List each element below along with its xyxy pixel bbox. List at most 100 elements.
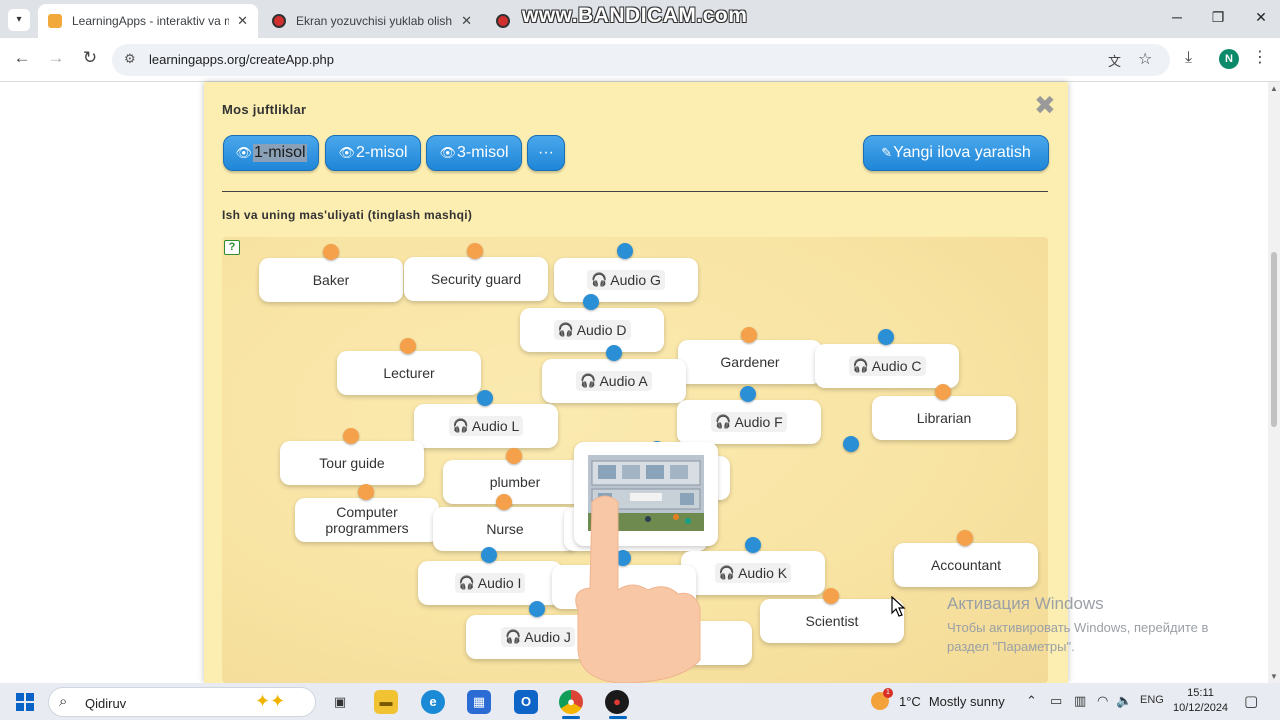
omnibox[interactable]: ⚙ learningapps.org/createApp.php 文 ☆: [112, 44, 1170, 76]
url-text[interactable]: learningapps.org/createApp.php: [149, 52, 335, 67]
scroll-down-icon[interactable]: ▼: [1270, 672, 1278, 681]
audio-player[interactable]: 🎧Audio J: [501, 627, 575, 647]
example-2-button[interactable]: 👁2-misol: [325, 135, 421, 171]
connector-dot[interactable]: [343, 428, 359, 444]
audio-player[interactable]: 🎧Audio D: [553, 320, 631, 340]
edge-icon[interactable]: e: [421, 690, 445, 714]
connector-dot[interactable]: [606, 345, 622, 361]
audio-player[interactable]: 🎧Audio A: [576, 371, 652, 391]
connector-dot[interactable]: [741, 327, 757, 343]
audio-player[interactable]: 🎧Audio I: [454, 573, 526, 593]
match-card[interactable]: Librarian: [872, 396, 1016, 440]
windows-start-icon[interactable]: [16, 693, 34, 711]
example-3-button[interactable]: 👁3-misol: [426, 135, 522, 171]
match-card[interactable]: 🎧Audio F: [677, 400, 821, 444]
connector-dot[interactable]: [745, 537, 761, 553]
task-view-icon[interactable]: ▣: [333, 694, 347, 709]
match-card[interactable]: Scientist: [760, 599, 904, 643]
tray-chevron-icon[interactable]: ⌃: [1026, 693, 1037, 708]
network-icon[interactable]: ▥: [1074, 693, 1087, 708]
match-card[interactable]: Accountant: [894, 543, 1038, 587]
bandicam-icon[interactable]: ●: [605, 690, 629, 714]
match-card[interactable]: Computer programmers: [295, 498, 439, 542]
match-card[interactable]: 🎧Audio I: [418, 561, 562, 605]
reload-icon[interactable]: ↻: [82, 48, 98, 67]
wifi-icon[interactable]: ◠: [1097, 693, 1109, 708]
weather-widget[interactable]: 1 1°C Mostly sunny: [871, 688, 1005, 710]
forward-icon[interactable]: →: [47, 48, 65, 67]
connector-dot[interactable]: [496, 494, 512, 510]
tab-list-button[interactable]: ▾: [8, 9, 30, 31]
system-clock[interactable]: 15:11 10/12/2024: [1173, 686, 1228, 716]
outlook-icon[interactable]: O: [514, 690, 538, 714]
audio-player[interactable]: 🎧Audio G: [587, 270, 665, 290]
match-card[interactable]: plumber: [443, 460, 587, 504]
minimize-icon[interactable]: ─: [1172, 9, 1182, 25]
language-indicator[interactable]: ENG: [1140, 694, 1164, 706]
close-icon[interactable]: ✖: [1034, 90, 1056, 120]
connector-dot[interactable]: [481, 547, 497, 563]
match-card[interactable]: 🎧Audio L: [414, 404, 558, 448]
connector-dot[interactable]: [506, 448, 522, 464]
download-icon[interactable]: ⤓: [1185, 49, 1193, 66]
connector-dot[interactable]: [529, 601, 545, 617]
audio-player[interactable]: 🎧Audio F: [711, 412, 787, 432]
match-card[interactable]: Nurse: [433, 507, 577, 551]
site-settings-icon[interactable]: ⚙: [124, 51, 136, 66]
audio-player[interactable]: 🎧Audio L: [448, 416, 524, 436]
page-scrollbar[interactable]: ▲ ▼: [1268, 82, 1280, 683]
connector-dot[interactable]: [323, 244, 339, 260]
tab-close-icon[interactable]: ✕: [461, 13, 472, 28]
tab-close-icon[interactable]: ✕: [237, 13, 248, 28]
tab-learningapps[interactable]: LearningApps - interaktiv va mu ✕: [38, 4, 258, 38]
microsoft-store-icon[interactable]: ▦: [467, 690, 491, 714]
browser-menu-icon[interactable]: ⋮: [1252, 49, 1268, 66]
window-close-icon[interactable]: ✕: [1255, 9, 1267, 25]
match-card[interactable]: Lecturer: [337, 351, 481, 395]
scrollbar-thumb[interactable]: [1271, 252, 1277, 427]
weather-sun-icon: 1: [871, 688, 893, 710]
taskbar-search[interactable]: ⌕ Qidiruv ✦✦: [48, 687, 316, 717]
connector-dot[interactable]: [467, 243, 483, 259]
connector-dot[interactable]: [740, 386, 756, 402]
chrome-icon[interactable]: ●: [559, 690, 583, 714]
match-card[interactable]: 🎧Audio D: [520, 308, 664, 352]
help-icon[interactable]: ?: [224, 240, 240, 255]
example-1-button[interactable]: 👁1-misol: [223, 135, 319, 171]
match-card[interactable]: Baker: [259, 258, 403, 302]
connector-dot[interactable]: [878, 329, 894, 345]
image-card-connector-dot[interactable]: [843, 436, 859, 452]
match-card[interactable]: Gardener: [678, 340, 822, 384]
connector-dot[interactable]: [583, 294, 599, 310]
match-card[interactable]: Tour guide: [280, 441, 424, 485]
connector-dot[interactable]: [617, 243, 633, 259]
restore-icon[interactable]: ❐: [1211, 9, 1225, 25]
tab-ekran-yozuvchisi[interactable]: Ekran yozuvchisi yuklab olish - E ✕: [262, 4, 482, 38]
match-card[interactable]: 🎧Audio K: [681, 551, 825, 595]
create-new-app-button[interactable]: ✎Yangi ilova yaratish: [863, 135, 1049, 171]
connector-dot[interactable]: [935, 384, 951, 400]
profile-avatar[interactable]: N: [1219, 49, 1239, 69]
audio-player[interactable]: 🎧Audio C: [848, 356, 926, 376]
match-card[interactable]: 🎧Audio A: [542, 359, 686, 403]
notification-icon[interactable]: ▢: [1244, 693, 1259, 710]
file-explorer-icon[interactable]: ▬: [374, 690, 398, 714]
connector-dot[interactable]: [823, 588, 839, 604]
back-icon[interactable]: ←: [13, 48, 31, 67]
bookmark-star-icon[interactable]: ☆: [1138, 51, 1153, 68]
connector-dot[interactable]: [400, 338, 416, 354]
connector-dot[interactable]: [477, 390, 493, 406]
match-card[interactable]: 🎧Audio C: [815, 344, 959, 388]
tab-third[interactable]: B: [486, 4, 526, 38]
more-examples-button[interactable]: ···: [527, 135, 565, 171]
connector-dot[interactable]: [358, 484, 374, 500]
connector-dot[interactable]: [957, 530, 973, 546]
tray-app-icon[interactable]: ▭: [1050, 693, 1063, 708]
match-card[interactable]: 🎧Audio G: [554, 258, 698, 302]
volume-icon[interactable]: 🔈: [1116, 693, 1133, 708]
translate-icon[interactable]: 文: [1108, 54, 1122, 69]
scroll-up-icon[interactable]: ▲: [1270, 84, 1278, 93]
match-card[interactable]: Security guard: [404, 257, 548, 301]
audio-player[interactable]: 🎧Audio K: [714, 563, 792, 583]
connector-dot[interactable]: [615, 550, 631, 566]
